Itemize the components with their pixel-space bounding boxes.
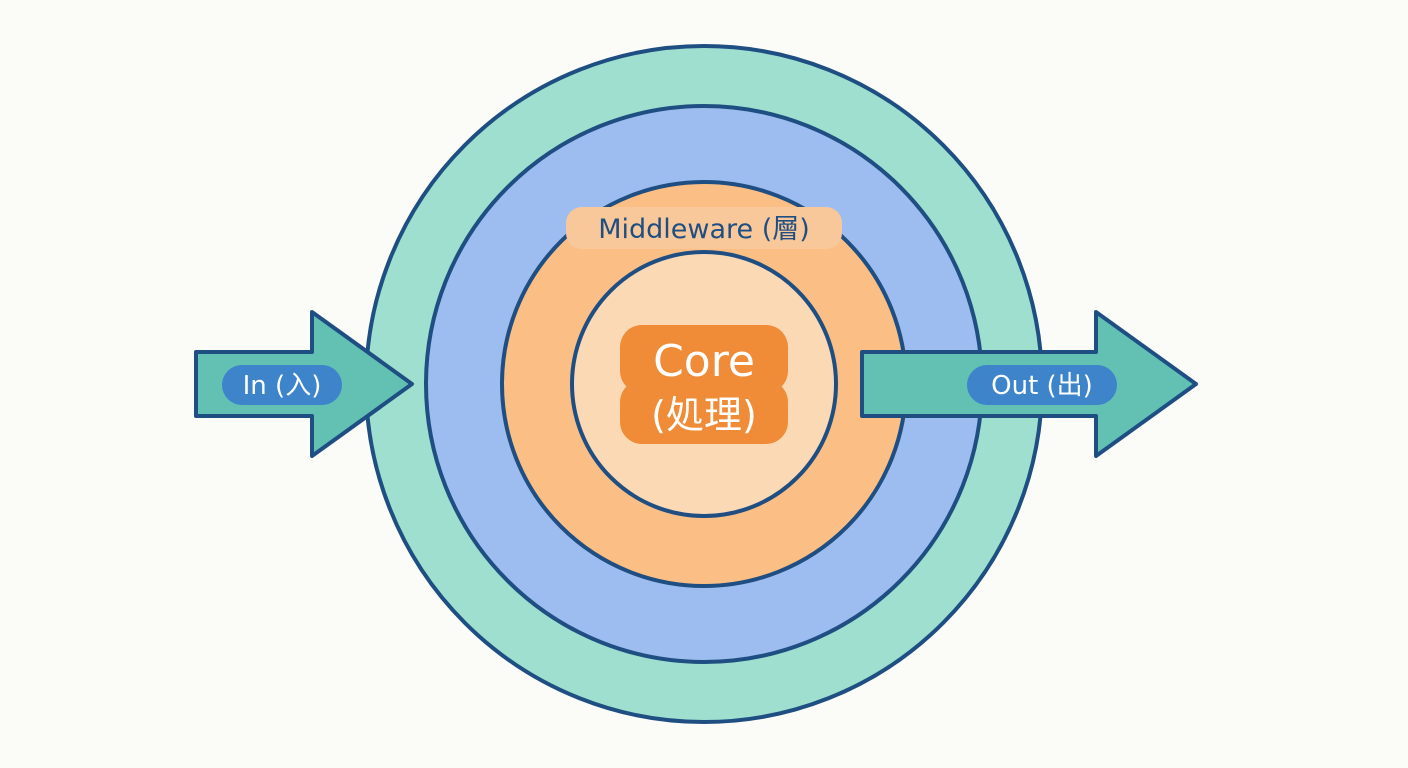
middleware-label: Middleware (層) bbox=[598, 214, 810, 245]
core-label-bg-top bbox=[620, 325, 788, 393]
core-label-title: Core bbox=[653, 336, 755, 387]
middleware-label-bg bbox=[566, 207, 842, 249]
core-label-subtitle: (処理) bbox=[651, 393, 757, 437]
input-label: In (入) bbox=[243, 371, 322, 401]
input-label-bg bbox=[222, 365, 342, 405]
core-label-bg-bottom bbox=[620, 380, 788, 444]
output-label-bg bbox=[967, 365, 1117, 405]
output-label: Out (出) bbox=[991, 371, 1093, 401]
